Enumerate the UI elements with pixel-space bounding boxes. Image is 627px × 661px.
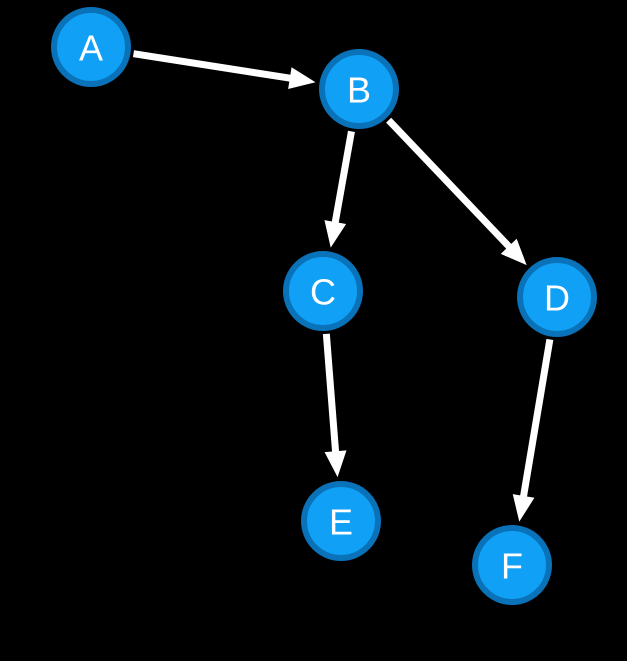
edge-shaft	[386, 117, 513, 251]
node-label: C	[310, 272, 336, 313]
graph-node-b[interactable]: B	[319, 49, 399, 129]
edge-shaft	[132, 50, 293, 82]
edge-shaft	[322, 333, 340, 454]
graph-node-e[interactable]: E	[301, 481, 381, 561]
edge-shaft	[331, 130, 355, 225]
edge-shaft	[519, 338, 554, 499]
graph-node-c[interactable]: C	[283, 251, 363, 331]
node-circle	[472, 525, 552, 605]
node-label: E	[329, 502, 353, 543]
node-label: A	[79, 28, 103, 69]
edge-b-to-d[interactable]	[386, 117, 527, 266]
graph-node-d[interactable]: D	[517, 257, 597, 337]
node-label: F	[501, 546, 523, 587]
arrowhead-icon	[288, 67, 316, 90]
arrowhead-icon	[324, 220, 347, 248]
graph-node-f[interactable]: F	[472, 525, 552, 605]
nodes-layer: A B C D E F	[51, 7, 597, 605]
graph-node-a[interactable]: A	[51, 7, 131, 87]
node-circle	[301, 481, 381, 561]
node-label: D	[544, 278, 570, 319]
node-label: B	[347, 70, 371, 111]
node-circle	[51, 7, 131, 87]
node-circle	[283, 251, 363, 331]
edge-c-to-e[interactable]	[322, 333, 347, 478]
arrowhead-icon	[512, 494, 535, 522]
edges-layer	[132, 50, 554, 522]
edge-d-to-f[interactable]	[512, 338, 554, 522]
edge-a-to-b[interactable]	[132, 50, 316, 90]
node-circle	[319, 49, 399, 129]
edge-b-to-c[interactable]	[324, 130, 355, 248]
arrowhead-icon	[324, 450, 347, 478]
arrowhead-icon	[500, 238, 527, 266]
node-circle	[517, 257, 597, 337]
